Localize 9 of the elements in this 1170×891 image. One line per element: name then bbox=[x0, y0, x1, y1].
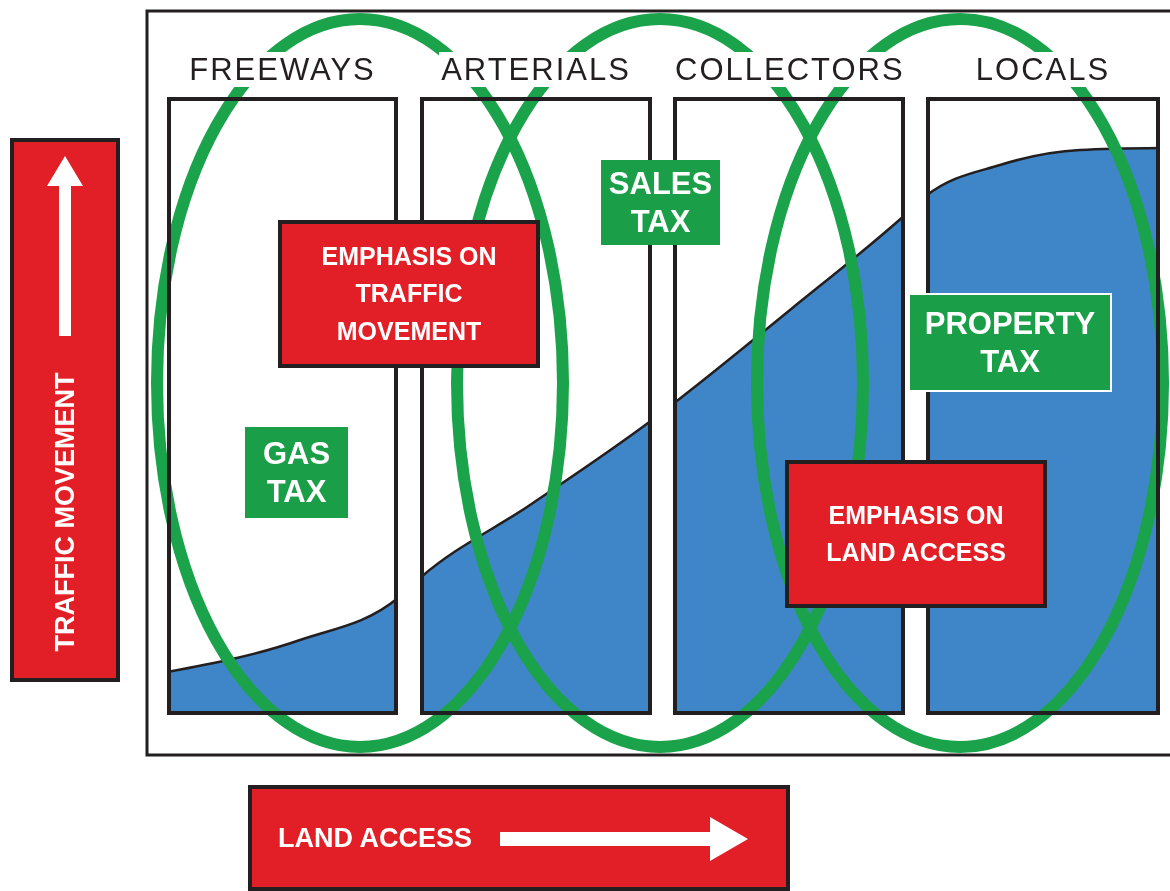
axis-label: LAND ACCESS bbox=[278, 822, 472, 855]
axis-bar bbox=[248, 785, 790, 891]
axis-bar bbox=[10, 138, 120, 682]
emphasis-label: EMPHASIS ON TRAFFIC MOVEMENT bbox=[278, 220, 540, 368]
emphasis-label: EMPHASIS ON LAND ACCESS bbox=[785, 460, 1047, 608]
axis-label: TRAFFIC MOVEMENT bbox=[49, 371, 81, 654]
tax-label: SALES TAX bbox=[601, 160, 720, 245]
tax-label: PROPERTY TAX bbox=[910, 295, 1110, 390]
tax-label: GAS TAX bbox=[245, 427, 348, 518]
